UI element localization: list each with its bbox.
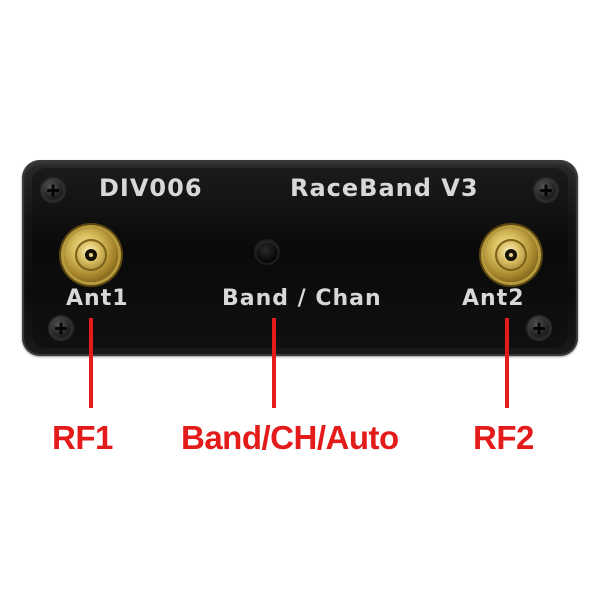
band-chan-button[interactable] <box>256 241 278 263</box>
connector-pin <box>89 253 93 257</box>
ant2-label: Ant2 <box>462 286 525 311</box>
band-ch-auto-leader-line <box>272 318 276 408</box>
screw-icon <box>535 179 557 201</box>
rf2-leader-line <box>505 318 509 408</box>
screw-icon <box>42 179 64 201</box>
ant1-label: Ant1 <box>66 286 129 311</box>
panel-face <box>32 168 568 348</box>
band-ch-auto-annotation: Band/CH/Auto <box>181 419 399 456</box>
screw-icon <box>50 317 72 339</box>
band-chan-label: Band / Chan <box>222 286 382 311</box>
rf2-sma-connector-icon <box>484 228 538 282</box>
screw-icon <box>528 317 550 339</box>
model-label: DIV006 <box>99 174 203 202</box>
rf1-sma-connector-icon <box>64 228 118 282</box>
device-name-label: RaceBand V3 <box>290 174 479 202</box>
rf1-leader-line <box>89 318 93 408</box>
connector-pin <box>509 253 513 257</box>
rf1-annotation: RF1 <box>52 419 113 456</box>
rf2-annotation: RF2 <box>473 419 534 456</box>
